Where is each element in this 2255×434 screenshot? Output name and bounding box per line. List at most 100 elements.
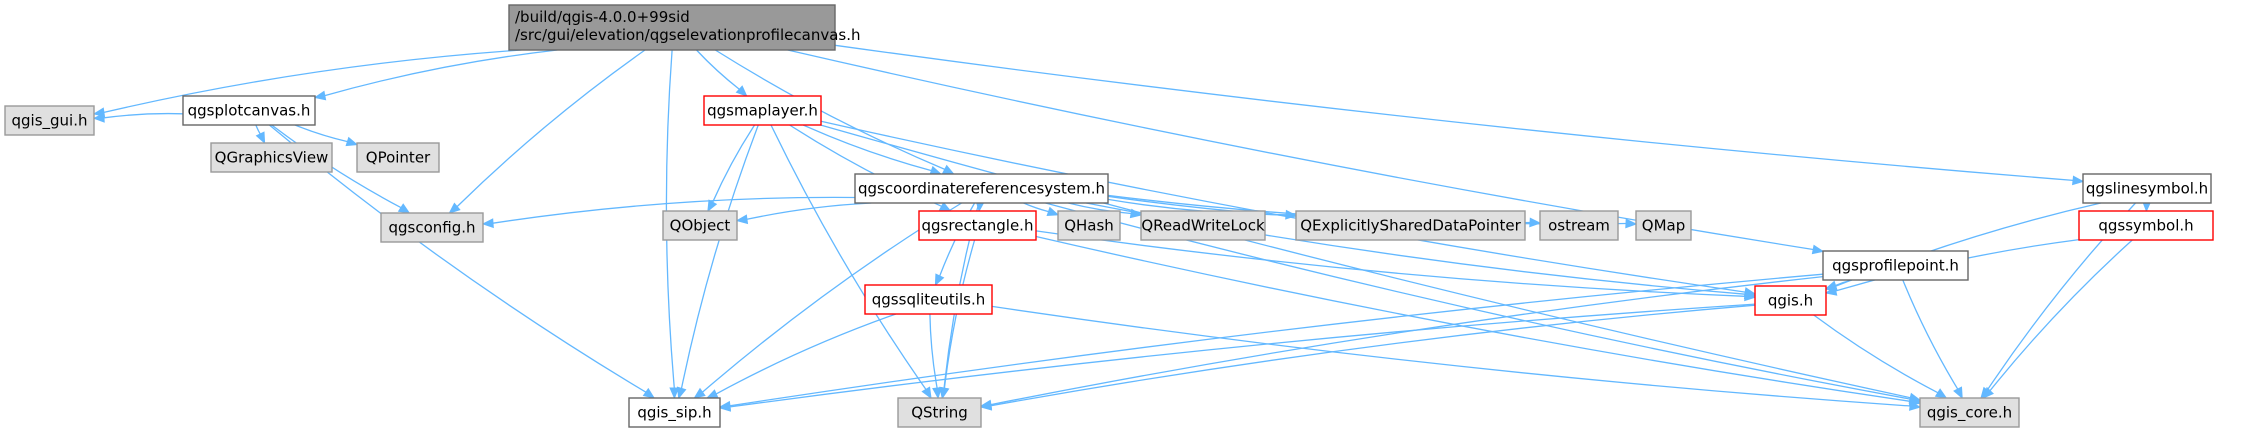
node-label: QExplicitlySharedDataPointer: [1300, 217, 1521, 235]
edge-line: [770, 124, 927, 390]
node-box: [1754, 285, 1827, 316]
node-box: [703, 95, 822, 126]
edge-qgsplotcanvas-to-qgraphicsview: [255, 124, 266, 145]
node-box: [854, 173, 1109, 204]
node-box: [4, 105, 95, 136]
edge-line: [1068, 202, 1132, 215]
node-label: qgsprofilepoint.h: [1832, 257, 1959, 275]
edge-line: [820, 124, 1911, 399]
edge-qgssqliteutils-to-qgis_core: [991, 305, 1922, 411]
node-box: [897, 397, 982, 428]
edge-arrowhead: [1953, 386, 1963, 400]
node-label: QString: [911, 404, 968, 422]
node-qexplicit[interactable]: QExplicitlySharedDataPointer: [1295, 210, 1526, 241]
node-box: [1140, 210, 1266, 241]
node-box: [1919, 397, 2020, 428]
edge-line: [802, 124, 932, 172]
edge-line: [324, 49, 558, 97]
edge-line: [271, 124, 402, 209]
node-qpointer[interactable]: QPointer: [356, 142, 440, 173]
edge-qgsmaplayer-to-qgis_core: [820, 124, 1922, 403]
edge-line: [1035, 230, 1746, 297]
node-ostream[interactable]: ostream: [1539, 210, 1619, 241]
edge-qgsmaplayer-to-qgis: [820, 120, 1757, 297]
node-qhash[interactable]: QHash: [1057, 210, 1121, 241]
node-qmap[interactable]: QMap: [1635, 210, 1692, 241]
node-root[interactable]: /build/qgis-4.0.0+99sid/src/gui/elevatio…: [508, 4, 861, 51]
edge-arrowhead: [735, 214, 749, 225]
node-label: qgis_sip.h: [637, 404, 711, 423]
node-label: qgis_gui.h: [12, 112, 88, 131]
node-label: /build/qgis-4.0.0+99sid: [515, 8, 690, 26]
edge-line: [820, 120, 1746, 293]
edge-line: [990, 304, 1756, 407]
edge-line: [1035, 235, 1911, 402]
edge-arrowhead: [1744, 291, 1757, 302]
edge-line: [991, 305, 1911, 407]
edge-arrowhead: [939, 386, 950, 400]
node-label: qgslinesymbol.h: [2086, 180, 2208, 198]
edge-qgscrs-to-qhash: [1023, 202, 1060, 217]
node-qgscrs[interactable]: qgscoordinatereferencesystem.h: [854, 173, 1109, 204]
edge-qgsprofilepoint-to-qgis_core: [1902, 279, 1963, 400]
edge-arrowhead: [676, 386, 687, 400]
node-qgslinesymbol[interactable]: qgslinesymbol.h: [2082, 173, 2212, 204]
node-qstring[interactable]: QString: [897, 397, 982, 428]
edge-line: [712, 124, 756, 203]
edge-arrowhead: [932, 387, 943, 400]
edge-line: [746, 202, 872, 220]
edge-line: [456, 49, 646, 208]
node-qgis_sip[interactable]: qgis_sip.h: [628, 397, 721, 428]
edge-qgscrs-to-qobject: [735, 202, 872, 225]
node-label: QMap: [1642, 217, 1685, 235]
edge-arrowhead: [481, 218, 494, 229]
edge-line: [492, 196, 856, 224]
edge-arrowhead: [345, 136, 359, 147]
edge-arrowhead: [255, 131, 266, 145]
node-label: QReadWriteLock: [1141, 217, 1265, 235]
edge-arrowhead: [1982, 386, 1994, 399]
node-box: [182, 95, 316, 126]
edge-qgis-to-qgis_sip: [718, 303, 1756, 412]
node-qgis[interactable]: qgis.h: [1754, 285, 1827, 316]
node-qgis_gui[interactable]: qgis_gui.h: [4, 105, 95, 136]
node-label: QGraphicsView: [215, 149, 329, 167]
edge-line: [1989, 239, 2133, 392]
node-qgsplotcanvas[interactable]: qgsplotcanvas.h: [182, 95, 316, 126]
node-qgsrectangle[interactable]: qgsrectangle.h: [918, 210, 1037, 241]
edge-qgssymbol-to-qgis_core: [1982, 239, 2133, 399]
node-box: [380, 212, 484, 243]
node-qgsprofilepoint[interactable]: qgsprofilepoint.h: [1822, 250, 1969, 281]
edge-root-to-qgsmaplayer: [696, 49, 748, 97]
node-box: [508, 4, 836, 51]
edge-qgscrs-to-qgsconfig: [481, 196, 856, 229]
node-qgssymbol[interactable]: qgssymbol.h: [2078, 210, 2214, 241]
node-box: [210, 142, 333, 173]
node-qgssqliteutils[interactable]: qgssqliteutils.h: [864, 284, 993, 315]
edge-arrowhead: [718, 402, 731, 412]
node-qgis_core[interactable]: qgis_core.h: [1919, 397, 2020, 428]
node-label: qgsplotcanvas.h: [188, 102, 311, 120]
node-qobject[interactable]: QObject: [662, 210, 738, 241]
edge-arrowhead: [92, 112, 105, 123]
edge-arrowhead: [642, 387, 656, 399]
edge-arrowhead: [942, 164, 955, 175]
node-label: qgis.h: [1768, 292, 1813, 310]
node-label: qgsmaplayer.h: [707, 102, 818, 120]
node-label: qgsrectangle.h: [922, 217, 1034, 235]
node-qgsconfig[interactable]: qgsconfig.h: [380, 212, 484, 243]
edge-arrowhead: [1909, 401, 1922, 411]
edge-qgsplotcanvas-to-qgis_gui: [92, 112, 184, 123]
edge-root-to-qgsplotcanvas: [313, 49, 558, 101]
node-box: [2082, 173, 2212, 204]
node-qreadwritelock[interactable]: QReadWriteLock: [1140, 210, 1266, 241]
node-qgsmaplayer[interactable]: qgsmaplayer.h: [703, 95, 822, 126]
node-box: [918, 210, 1037, 241]
node-label: qgsconfig.h: [388, 219, 475, 237]
node-box: [1822, 250, 1969, 281]
edge-line: [729, 273, 1824, 407]
node-label: qgis_core.h: [1927, 404, 2012, 423]
edge-arrowhead: [313, 90, 327, 101]
node-qgraphicsview[interactable]: QGraphicsView: [210, 142, 333, 173]
